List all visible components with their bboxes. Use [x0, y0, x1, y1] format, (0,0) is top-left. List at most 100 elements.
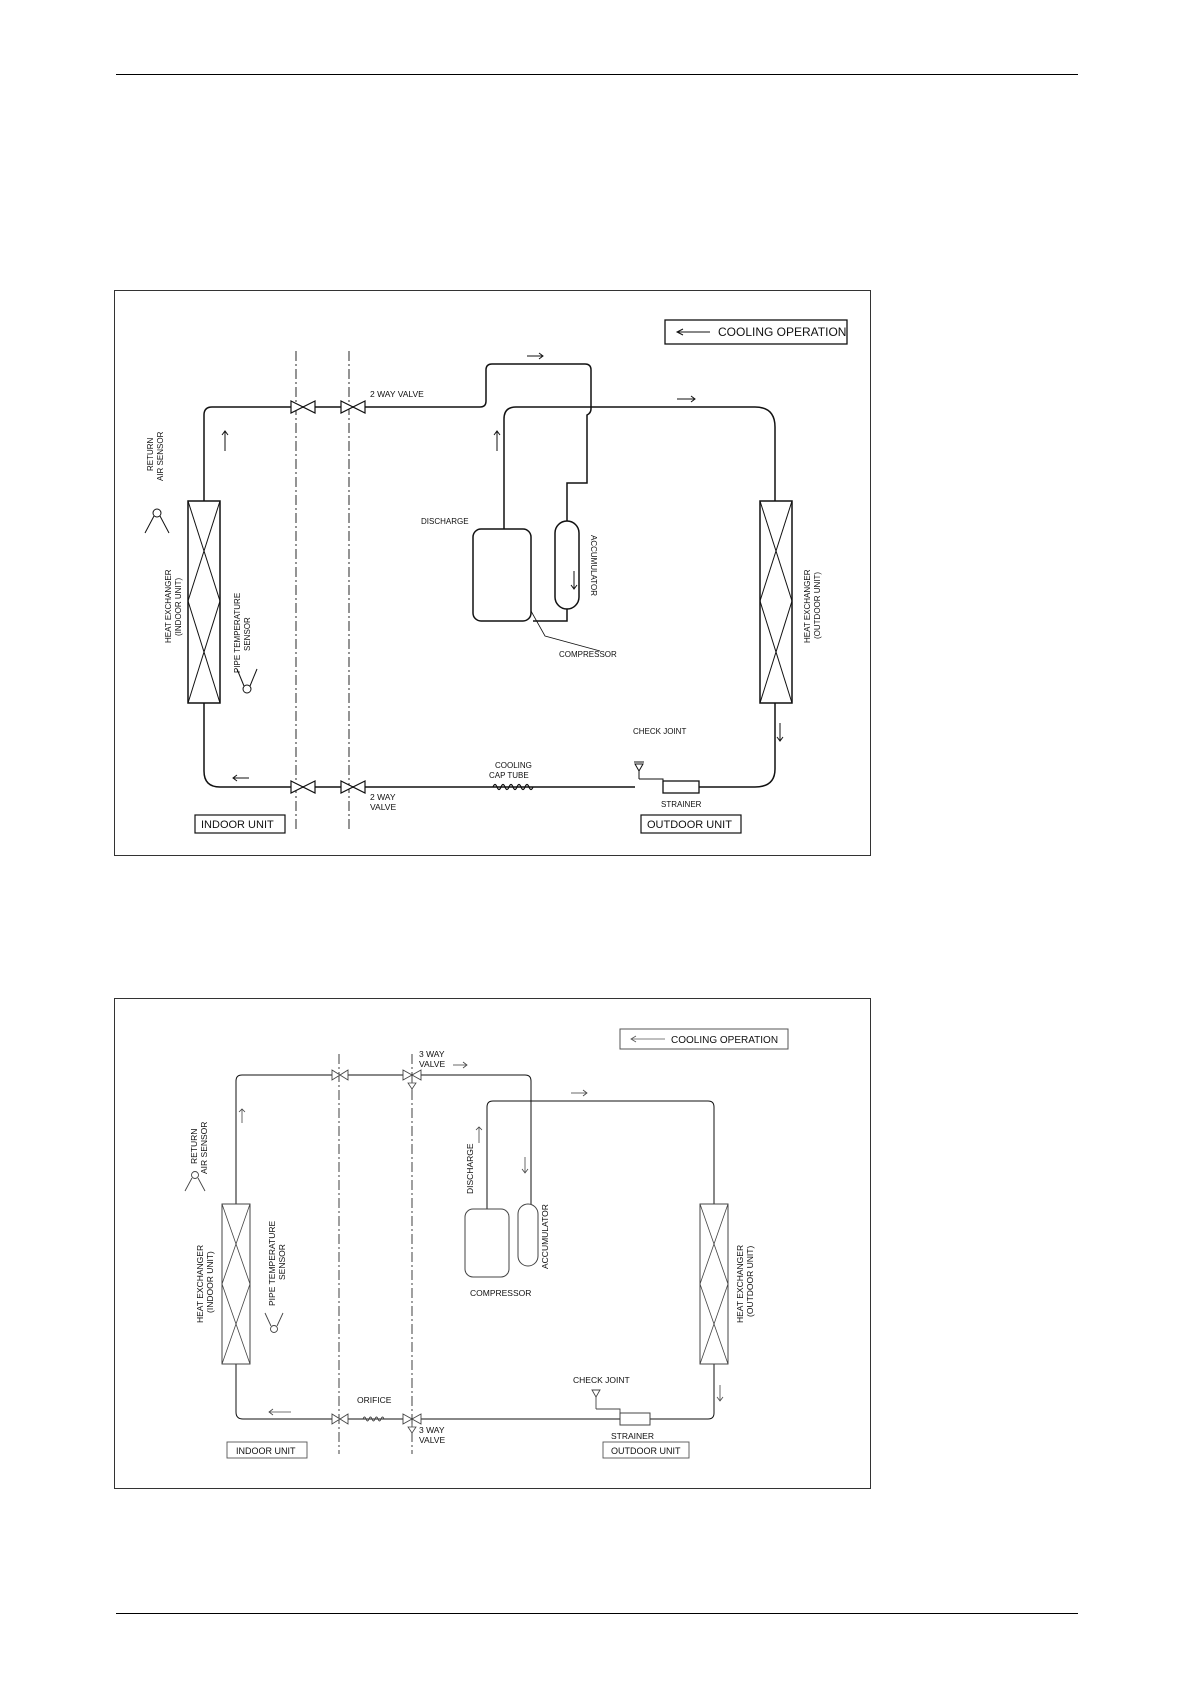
strainer-body: [662, 780, 700, 794]
valve-bottom-label-2: VALVE: [370, 802, 396, 812]
svg-text:(OUTDOOR UNIT): (OUTDOOR UNIT): [745, 1246, 755, 1317]
accumulator-body: [554, 520, 580, 610]
check-joint-label: CHECK JOINT: [573, 1375, 630, 1385]
pipe-top-left: [203, 363, 592, 521]
return-air-sensor-icon: [184, 1171, 206, 1192]
check-joint-symbol: [634, 761, 664, 785]
svg-text:RETURN: RETURN: [189, 1129, 199, 1164]
pipe-bottom: [203, 703, 776, 788]
outdoor-hx-label: HEAT EXCHANGER (OUTDOOR UNIT): [735, 1245, 755, 1323]
valve-top-label-1: 3 WAY: [419, 1049, 445, 1059]
discharge-label: DISCHARGE: [421, 517, 469, 526]
orifice-label: ORIFICE: [357, 1395, 392, 1405]
outdoor-hx-label: HEAT EXCHANGER (OUTDOOR UNIT): [803, 569, 822, 643]
svg-text:HEAT EXCHANGER: HEAT EXCHANGER: [803, 569, 812, 643]
valve-top-1: [290, 400, 316, 414]
valve-top-1: [331, 1069, 349, 1081]
svg-text:AIR SENSOR: AIR SENSOR: [199, 1122, 209, 1174]
pipe-temperature-sensor-icon: [236, 668, 258, 694]
valve-bottom-2: [340, 780, 366, 794]
pipe-sensor-label: PIPE TEMPERATURE SENSOR: [267, 1220, 287, 1306]
valve-bottom-label-1: 3 WAY: [419, 1425, 445, 1435]
valve-bottom-1: [290, 780, 316, 794]
indoor-hx-label: HEAT EXCHANGER (INDOOR UNIT): [164, 569, 183, 643]
compressor-label: COMPRESSOR: [559, 650, 617, 659]
svg-text:HEAT EXCHANGER: HEAT EXCHANGER: [164, 569, 173, 643]
return-sensor-label: RETURN AIR SENSOR: [146, 431, 165, 481]
legend-label: COOLING OPERATION: [671, 1035, 778, 1046]
orifice-coil: [362, 1416, 385, 1422]
cap-tube-label-1: COOLING: [495, 761, 532, 770]
pipe-top-left: [235, 1074, 532, 1210]
pipe-discharge-loop: [503, 406, 776, 529]
indoor-hx-label: HEAT EXCHANGER (INDOOR UNIT): [195, 1245, 215, 1323]
compressor-leader: [530, 610, 601, 652]
indoor-unit-tag: INDOOR UNIT: [194, 814, 286, 834]
pipe-compressor-accumulator: [533, 609, 568, 622]
compressor-label: COMPRESSOR: [470, 1288, 531, 1298]
valve-bottom-2-3way: [402, 1413, 422, 1435]
cap-tube-label-2: CAP TUBE: [489, 771, 529, 780]
outdoor-heat-exchanger: [759, 500, 793, 704]
pipe-temperature-sensor-icon: [264, 1312, 284, 1333]
svg-text:OUTDOOR UNIT: OUTDOOR UNIT: [647, 819, 732, 831]
footer-rule: [116, 1613, 1078, 1614]
svg-text:AIR SENSOR: AIR SENSOR: [156, 431, 165, 481]
accumulator-label-group: ACCUMULATOR: [540, 1204, 550, 1269]
valve-top-2: [340, 400, 366, 414]
compressor-body: [472, 528, 532, 622]
valve-top-2-3way: [402, 1069, 422, 1091]
svg-text:RETURN: RETURN: [146, 437, 155, 471]
svg-text:PIPE TEMPERATURE: PIPE TEMPERATURE: [267, 1220, 277, 1306]
valve-bottom-label-1: 2 WAY: [370, 792, 396, 802]
accumulator-body: [517, 1203, 539, 1267]
svg-text:(INDOOR UNIT): (INDOOR UNIT): [174, 577, 183, 636]
strainer-label: STRAINER: [661, 800, 702, 809]
strainer-label: STRAINER: [611, 1431, 654, 1441]
refrigerant-cycle-diagram-2way: COOLING OPERATION: [114, 290, 871, 856]
svg-text:(INDOOR UNIT): (INDOOR UNIT): [205, 1251, 215, 1313]
pipe-bottom: [235, 1284, 715, 1420]
valve-top-label-2: VALVE: [419, 1059, 445, 1069]
diagram-1-canvas: COOLING OPERATION: [144, 319, 848, 834]
flow-arrows: [221, 352, 784, 782]
cap-tube-coil: [492, 783, 534, 791]
header-rule: [116, 74, 1078, 75]
indoor-unit-tag: INDOOR UNIT: [226, 1441, 308, 1459]
discharge-label-group: DISCHARGE: [465, 1143, 475, 1194]
refrigerant-cycle-diagram-3way: COOLING OPERATION: [114, 998, 871, 1489]
check-joint-label: CHECK JOINT: [633, 727, 686, 736]
compressor-body: [464, 1208, 510, 1278]
outdoor-heat-exchanger: [699, 1203, 729, 1365]
legend-box: COOLING OPERATION: [664, 319, 848, 345]
diagram-2-canvas: COOLING OPERATION: [184, 1028, 789, 1459]
discharge-label: DISCHARGE: [465, 1143, 475, 1194]
pipe-sensor-label: PIPE TEMPERATURE SENSOR: [233, 593, 252, 673]
valve-top-label: 2 WAY VALVE: [370, 389, 424, 399]
flow-arrows: [238, 1061, 724, 1416]
svg-text:(OUTDOOR UNIT): (OUTDOOR UNIT): [813, 572, 822, 639]
pipe-discharge-loop: [486, 1100, 715, 1209]
check-joint-symbol: [591, 1389, 621, 1415]
svg-text:OUTDOOR UNIT: OUTDOOR UNIT: [611, 1446, 681, 1456]
svg-text:SENSOR: SENSOR: [243, 617, 252, 651]
outdoor-unit-tag: OUTDOOR UNIT: [640, 814, 742, 834]
svg-text:INDOOR UNIT: INDOOR UNIT: [236, 1446, 296, 1456]
svg-text:HEAT EXCHANGER: HEAT EXCHANGER: [195, 1245, 205, 1323]
svg-text:HEAT EXCHANGER: HEAT EXCHANGER: [735, 1245, 745, 1323]
outdoor-unit-tag: OUTDOOR UNIT: [602, 1441, 690, 1459]
valve-bottom-1: [331, 1413, 349, 1425]
indoor-heat-exchanger: [187, 500, 221, 704]
svg-text:SENSOR: SENSOR: [277, 1244, 287, 1280]
legend-box: COOLING OPERATION: [619, 1028, 789, 1050]
return-air-sensor-icon: [144, 508, 170, 534]
accumulator-label-group: ACCUMULATOR: [589, 535, 598, 596]
indoor-heat-exchanger: [221, 1203, 251, 1365]
svg-text:PIPE TEMPERATURE: PIPE TEMPERATURE: [233, 593, 242, 673]
return-sensor-label: RETURN AIR SENSOR: [189, 1122, 209, 1174]
accumulator-label: ACCUMULATOR: [589, 535, 598, 596]
accumulator-label: ACCUMULATOR: [540, 1204, 550, 1269]
svg-text:INDOOR UNIT: INDOOR UNIT: [201, 819, 274, 831]
valve-bottom-label-2: VALVE: [419, 1435, 445, 1445]
strainer-body: [619, 1412, 651, 1426]
